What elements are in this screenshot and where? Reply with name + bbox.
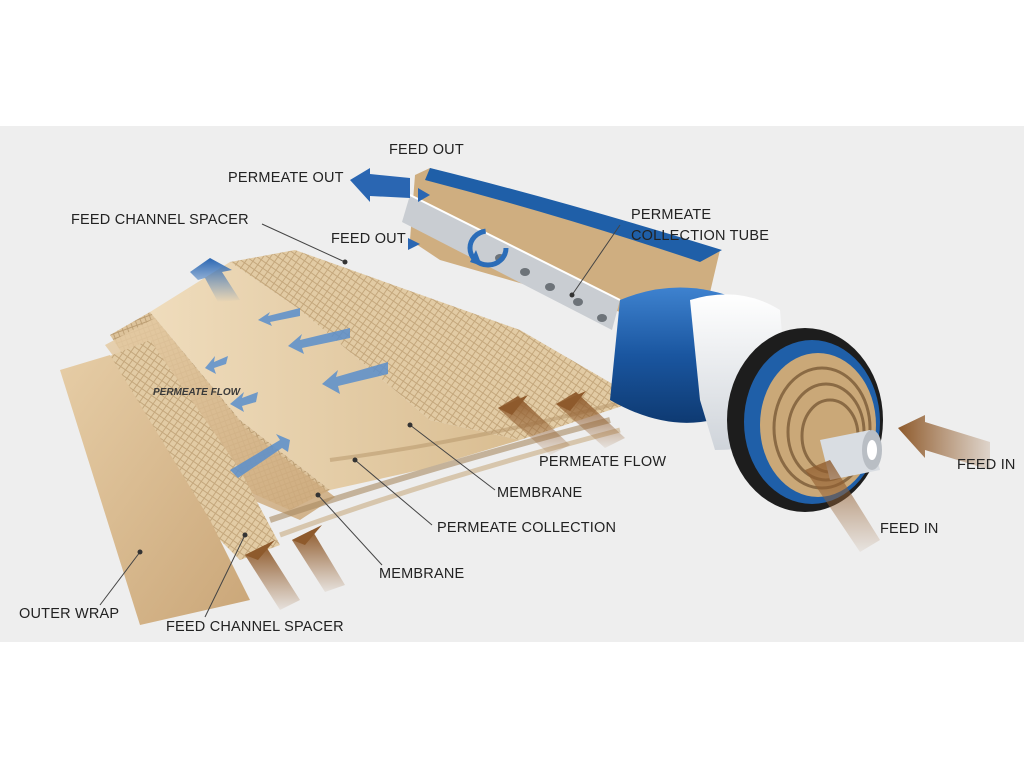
label-outer-wrap: OUTER WRAP: [19, 606, 120, 622]
label-permeate-collection: PERMEATE COLLECTION: [437, 520, 617, 536]
label-feed-out-top: FEED OUT: [389, 142, 464, 158]
label-membrane-lower: MEMBRANE: [379, 566, 465, 582]
feed-out-arrow-icon-mid: [408, 238, 420, 250]
permeate-flow-up-arrow-icon: [190, 258, 240, 302]
feed-channel-spacer-sheet-top: [230, 250, 640, 440]
leader-dots: [137, 259, 575, 555]
label-permeate-flow: PERMEATE FLOW: [539, 454, 667, 470]
label-feed-in-right: FEED IN: [957, 457, 1016, 473]
label-feed-in-bottom: FEED IN: [880, 521, 939, 537]
label-permeate-collection-tube-line2: COLLECTION TUBE: [631, 228, 770, 244]
permeate-out-arrow-icon: [350, 168, 410, 202]
label-feed-channel-spacer-top: FEED CHANNEL SPACER: [71, 212, 249, 228]
feed-out-arrow-icon-top: [418, 188, 430, 202]
feed-in-arrow-right-icon: [898, 415, 990, 470]
label-feed-out-mid: FEED OUT: [331, 231, 406, 247]
label-permeate-flow-sheet: PERMEATE FLOW: [153, 387, 241, 398]
permeate-flow-brown-arrows: [498, 391, 625, 455]
rotation-arrow-icon: [467, 228, 509, 268]
outer-wrap-sheet: [60, 355, 250, 625]
feed-channel-spacer-sheet-bottom: [100, 340, 280, 560]
leader-lines: [99, 223, 621, 618]
permeate-collection-tube: [402, 195, 620, 330]
label-permeate-collection-tube-line1: PERMEATE: [631, 207, 712, 223]
label-permeate-out: PERMEATE OUT: [228, 170, 344, 186]
permeate-flow-arrows: [205, 308, 388, 478]
feed-in-arrow-bottom-icon: [805, 460, 880, 552]
label-membrane-upper: MEMBRANE: [497, 485, 583, 501]
label-feed-channel-spacer-bottom: FEED CHANNEL SPACER: [166, 619, 344, 635]
feed-in-arrows-bottom: [245, 525, 345, 610]
